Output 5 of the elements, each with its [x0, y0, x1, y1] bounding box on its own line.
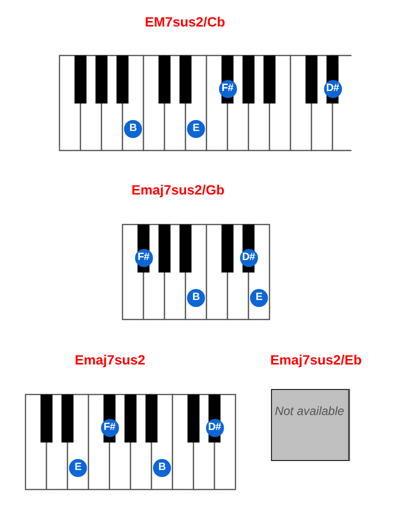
chord-name: EM7sus2/Cb — [144, 15, 226, 29]
image-unavailable-panel: Not available — [270, 389, 350, 461]
chord-name: Emaj7sus2/Eb — [270, 353, 362, 367]
chord-name: Emaj7sus2/Gb — [131, 183, 225, 197]
chord-name: Emaj7sus2 — [74, 353, 146, 367]
